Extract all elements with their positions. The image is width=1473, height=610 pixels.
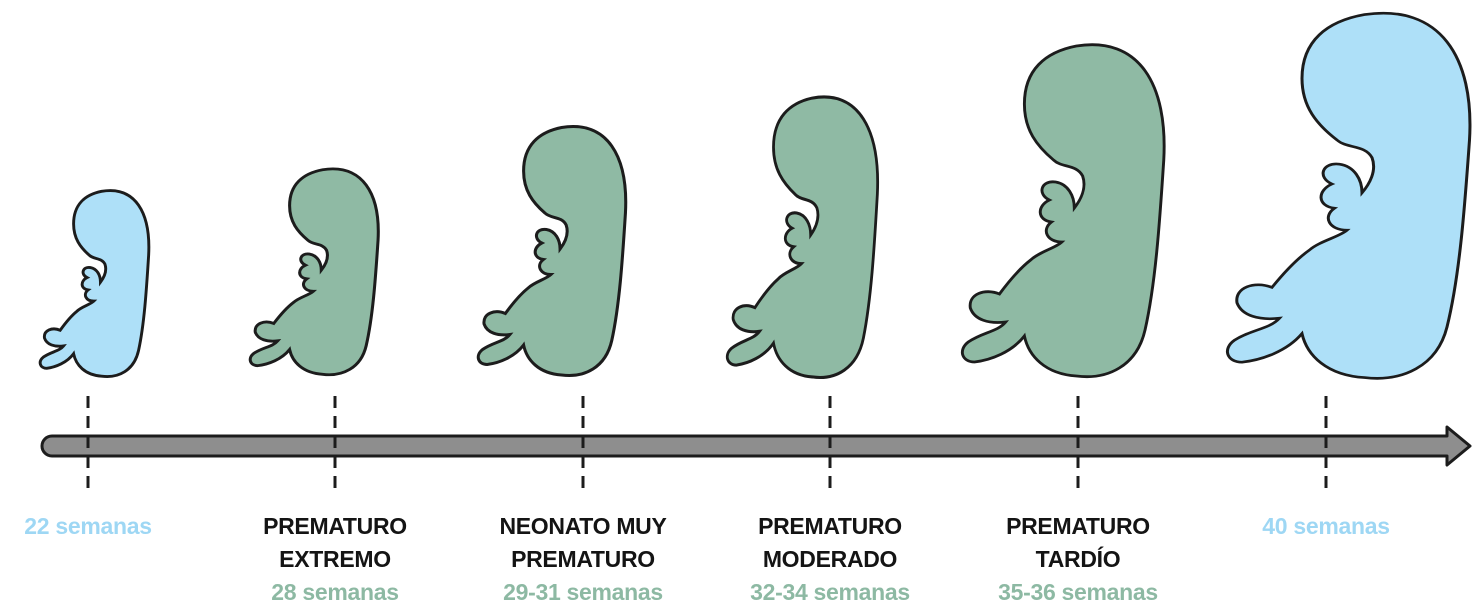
stage-label-29-31: NEONATO MUY PREMATURO 29-31 semanas — [453, 510, 713, 609]
stage-label-32-34: PREMATURO MODERADO 32-34 semanas — [700, 510, 960, 609]
stage-weeks: 32-34 semanas — [750, 579, 910, 605]
stage-name: PREMATURO TARDÍO — [1006, 513, 1150, 572]
fetus-22-weeks — [38, 189, 151, 378]
fetus-32-34-weeks — [725, 95, 880, 379]
stage-weeks: 22 semanas — [24, 513, 152, 539]
stage-name: PREMATURO EXTREMO — [263, 513, 407, 572]
stage-weeks: 35-36 semanas — [998, 579, 1158, 605]
stage-weeks: 29-31 semanas — [503, 579, 663, 605]
stage-label-28: PREMATURO EXTREMO 28 semanas — [205, 510, 465, 609]
timeline-arrow — [40, 425, 1472, 467]
fetus-40-weeks — [1225, 11, 1472, 380]
stage-label-40: 40 semanas — [1196, 510, 1456, 543]
stage-weeks: 40 semanas — [1262, 513, 1390, 539]
stage-label-35-36: PREMATURO TARDÍO 35-36 semanas — [948, 510, 1208, 609]
stage-name: NEONATO MUY PREMATURO — [499, 513, 667, 572]
stage-weeks: 28 semanas — [271, 579, 399, 605]
fetus-29-31-weeks — [476, 124, 628, 378]
stage-label-22: 22 semanas — [0, 510, 218, 543]
stage-name: PREMATURO MODERADO — [758, 513, 902, 572]
fetus-35-36-weeks — [960, 43, 1166, 379]
fetus-28-weeks — [248, 167, 380, 377]
